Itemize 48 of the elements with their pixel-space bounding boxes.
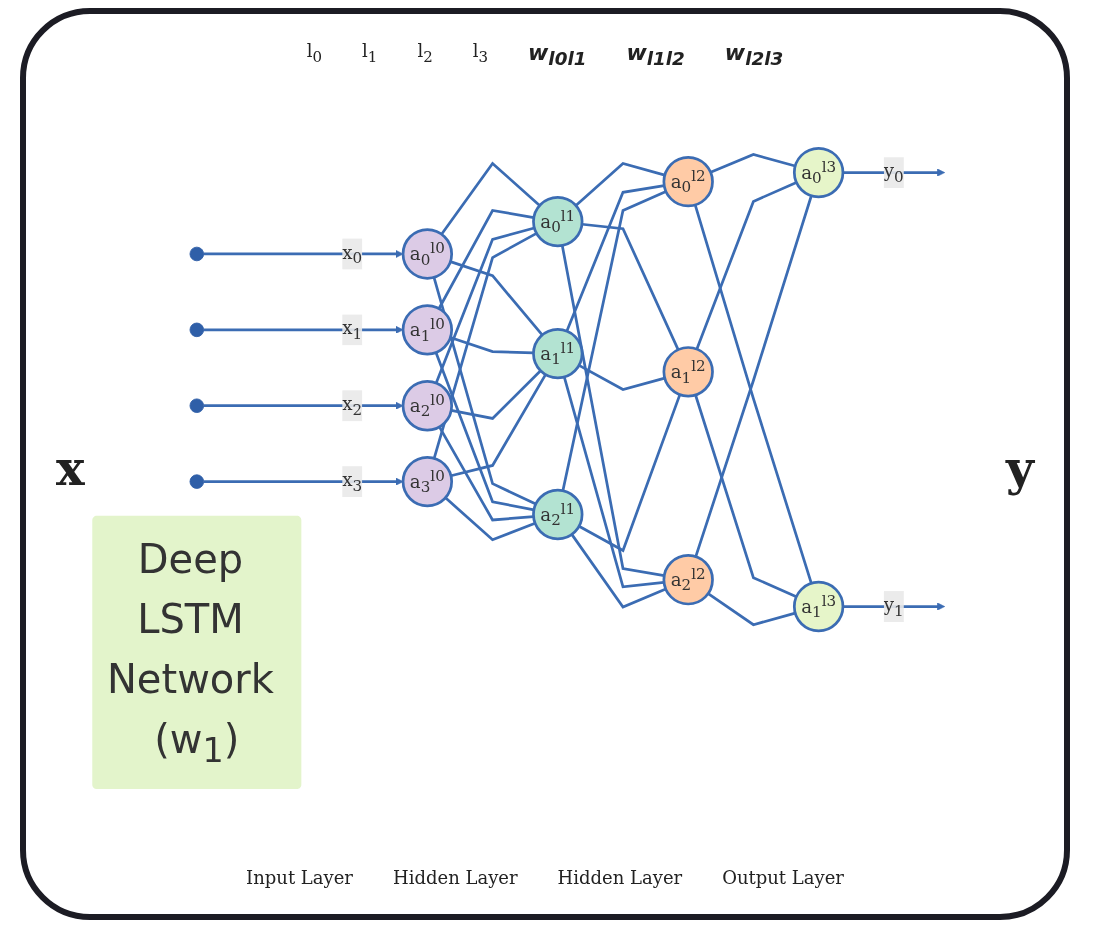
connector	[570, 533, 666, 609]
connector	[709, 152, 796, 174]
connector	[432, 231, 537, 459]
edge-label: x$_{0}$	[341, 240, 362, 267]
edge-label: y$_{1}$	[883, 593, 904, 619]
node-circle	[189, 246, 204, 261]
connector	[561, 189, 667, 491]
layer-label: Input Layer	[246, 867, 353, 888]
layer-label: Output Layer	[722, 867, 844, 888]
vector-symbol: y	[1006, 440, 1034, 497]
node-box: Deep LSTM Network (w$_{1}$)	[91, 515, 301, 789]
connector	[444, 496, 536, 541]
layer-label: l$_{2}$	[417, 40, 433, 68]
connector	[574, 161, 665, 206]
edge-label: y$_{0}$	[883, 159, 904, 185]
connector	[450, 373, 547, 477]
connector	[437, 425, 534, 521]
edge-label: x$_{2}$	[341, 392, 362, 418]
connector	[434, 226, 535, 384]
connector	[440, 160, 541, 235]
connector	[695, 180, 797, 350]
layer-label: Hidden Layer	[393, 867, 518, 888]
layer-label: l$_{3}$	[472, 40, 488, 68]
connector	[560, 244, 665, 577]
connector	[450, 369, 542, 420]
node-circle	[189, 473, 204, 489]
connector	[562, 376, 664, 588]
node-circle	[189, 322, 204, 337]
edge-label: x$_{1}$	[341, 316, 362, 343]
connector	[707, 591, 796, 626]
layer-label: l$_{0}$	[306, 40, 323, 68]
node-circle	[189, 397, 204, 413]
weight-label: w$_{l1l2}$	[626, 40, 685, 70]
connector	[449, 335, 534, 354]
weight-label: w$_{l0l1}$	[528, 40, 587, 70]
connector	[432, 276, 536, 505]
weight-label: w$_{l2l3}$	[724, 40, 784, 70]
connector	[449, 259, 543, 336]
layer-label: l$_{1}$	[362, 40, 378, 68]
connector	[437, 208, 534, 309]
edge-label: x$_{3}$	[341, 468, 362, 494]
connector	[578, 393, 681, 552]
connector	[581, 222, 679, 350]
layer-label: Hidden Layer	[557, 867, 683, 888]
connector	[578, 363, 665, 391]
vector-symbol: x	[56, 440, 85, 497]
connector	[434, 351, 534, 511]
connector	[693, 394, 797, 598]
